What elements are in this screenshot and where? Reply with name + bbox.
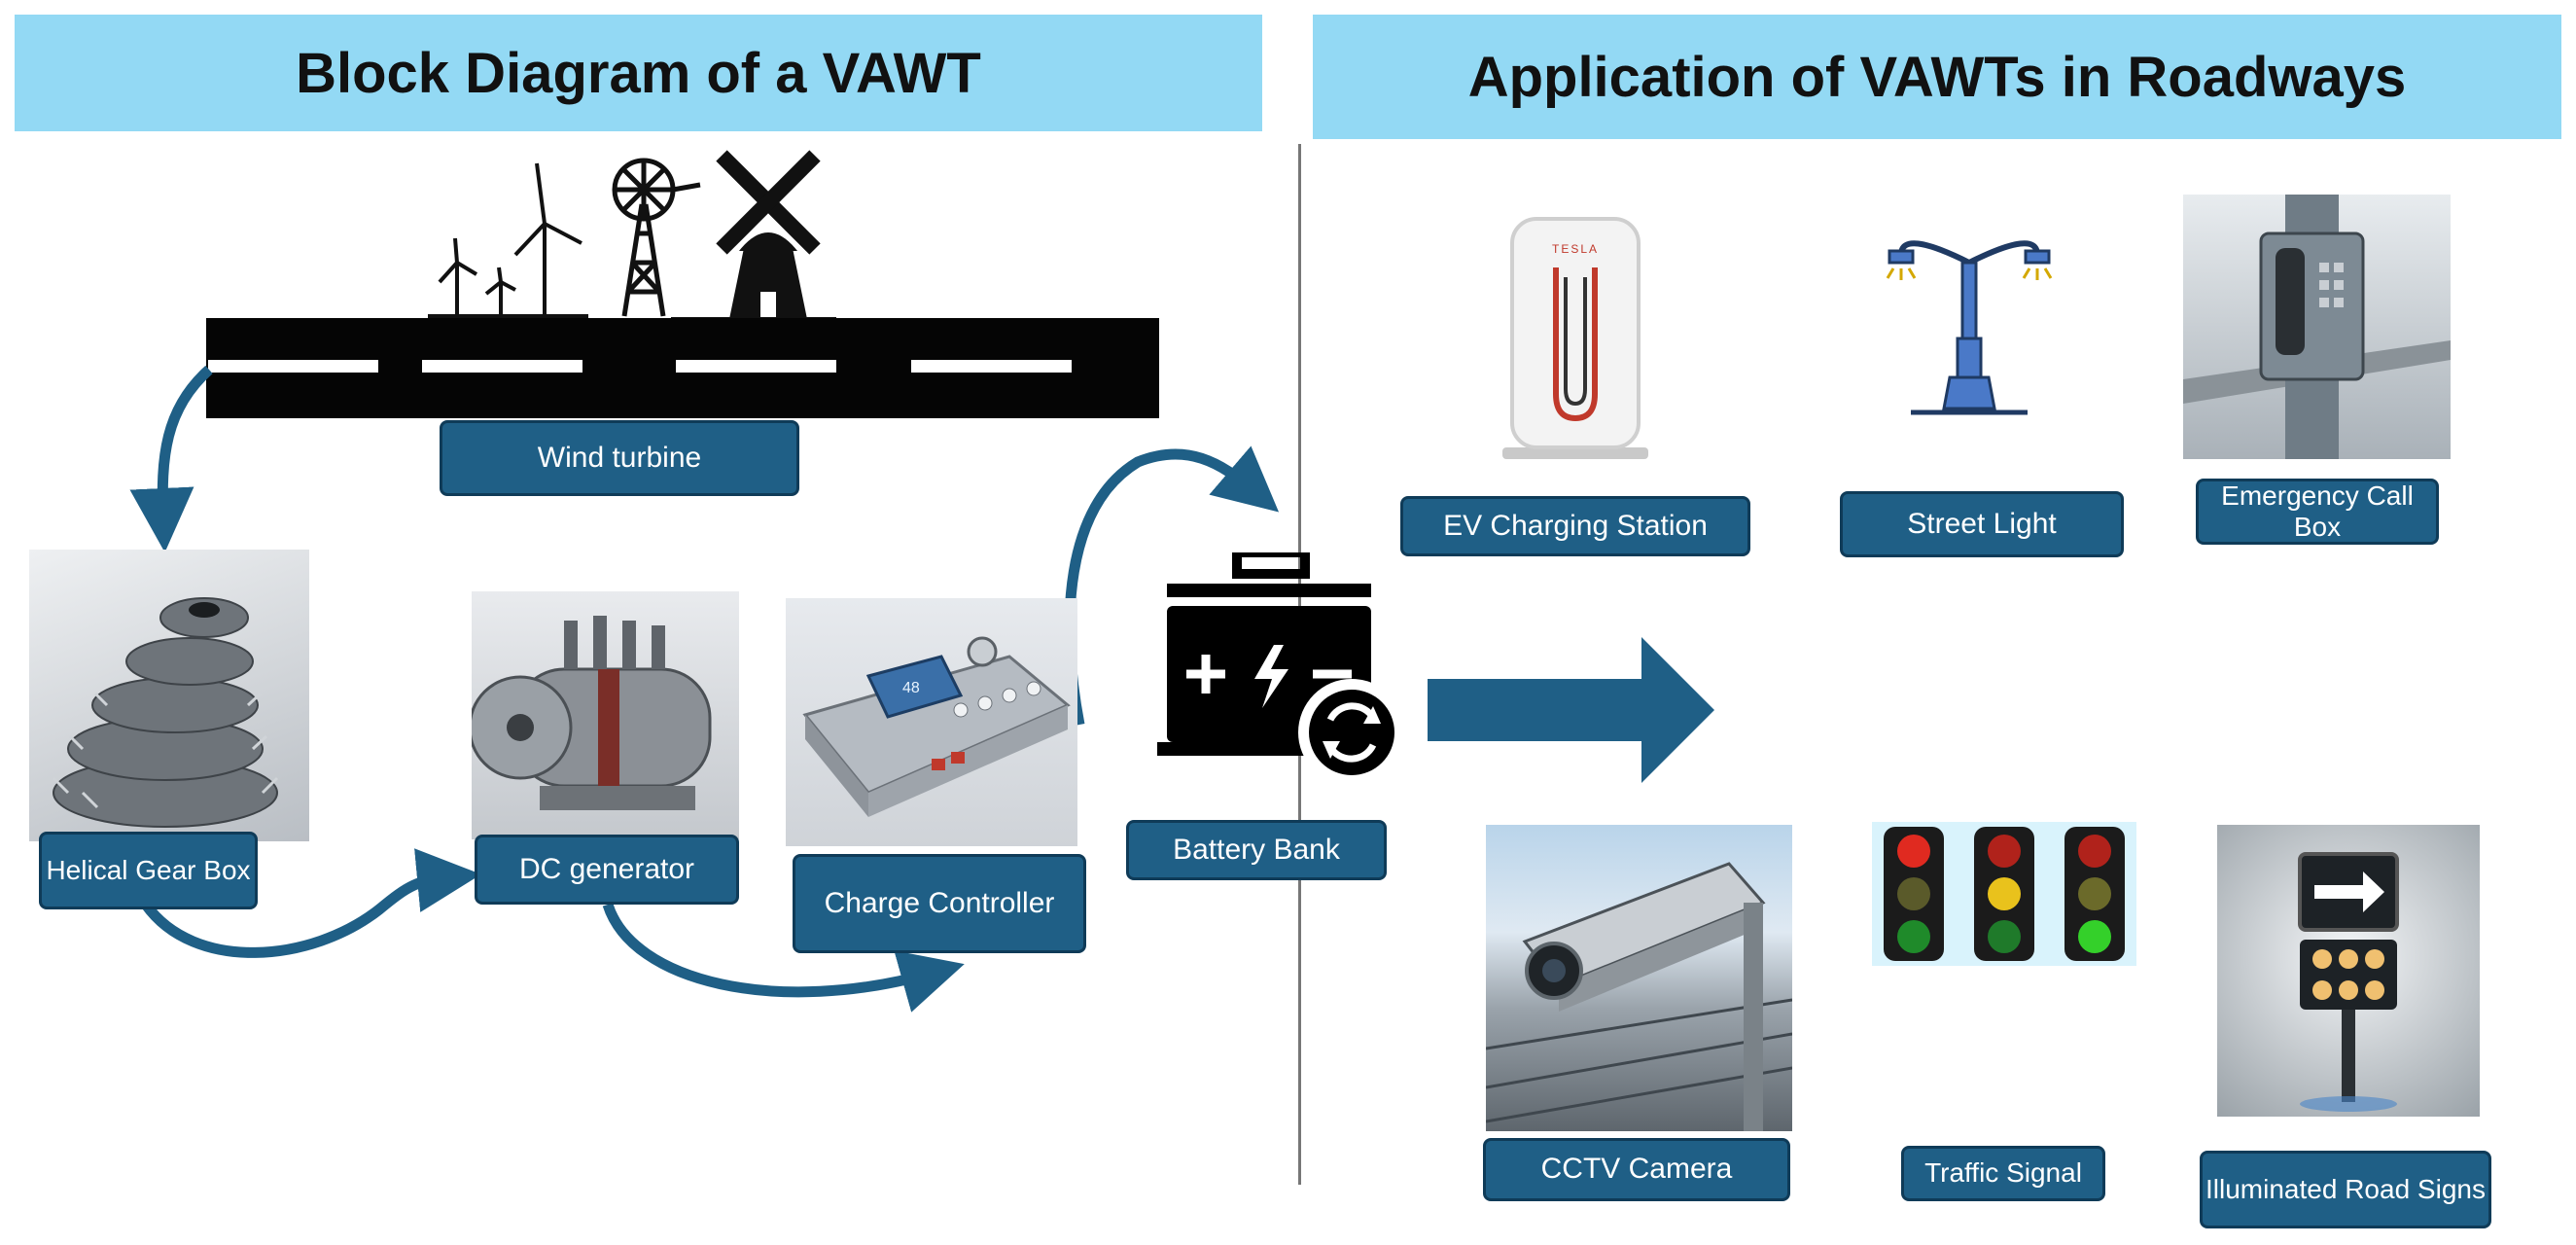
lane-marking <box>911 360 1072 373</box>
road <box>206 318 1159 418</box>
left-header: Block Diagram of a VAWT <box>15 15 1262 131</box>
turbine-silhouettes-icon <box>428 150 836 321</box>
battery-bank-label: Battery Bank <box>1126 820 1387 880</box>
dc-generator-image <box>472 591 739 839</box>
lane-marking <box>208 360 378 373</box>
big-arrow-icon <box>1428 637 1714 783</box>
charge-controller-label: Charge Controller <box>793 854 1086 953</box>
arrow-gearbox-to-generator <box>141 848 481 958</box>
street-light-label: Street Light <box>1840 491 2124 557</box>
cctv-label: CCTV Camera <box>1483 1138 1790 1201</box>
right-header: Application of VAWTs in Roadways <box>1313 15 2561 139</box>
road-signs-label: Illuminated Road Signs <box>2200 1151 2491 1228</box>
gearbox-label: Helical Gear Box <box>39 832 258 909</box>
helical-gearbox-image <box>29 550 309 841</box>
street-light-icon <box>1886 240 2053 415</box>
charge-controller-image: 48 <box>786 598 1077 846</box>
lane-marking <box>676 360 836 373</box>
controller-display-text: 48 <box>902 680 920 696</box>
ev-station-label: EV Charging Station <box>1400 496 1750 556</box>
lane-marking <box>422 360 582 373</box>
charger-brand-text: TESLA <box>1552 242 1599 256</box>
flow-arrows <box>129 365 1280 1013</box>
cctv-image <box>1486 825 1792 1131</box>
arrow-generator-to-controller <box>602 903 965 1013</box>
traffic-signal-image <box>1872 822 2136 966</box>
dc-generator-label: DC generator <box>475 835 739 905</box>
traffic-signal-label: Traffic Signal <box>1901 1146 2105 1201</box>
ev-charger-image: TESLA <box>1483 209 1668 462</box>
arrow-road-to-gearbox <box>129 365 213 552</box>
traffic-light-1 <box>1884 827 1944 961</box>
wind-turbine-label: Wind turbine <box>440 420 799 496</box>
road-sign-image <box>2217 825 2480 1117</box>
battery-icon <box>1157 552 1405 786</box>
traffic-light-3 <box>2064 827 2125 961</box>
traffic-light-2 <box>1974 827 2034 961</box>
call-box-label: Emergency Call Box <box>2196 479 2439 545</box>
emergency-call-box-image <box>2183 195 2451 459</box>
